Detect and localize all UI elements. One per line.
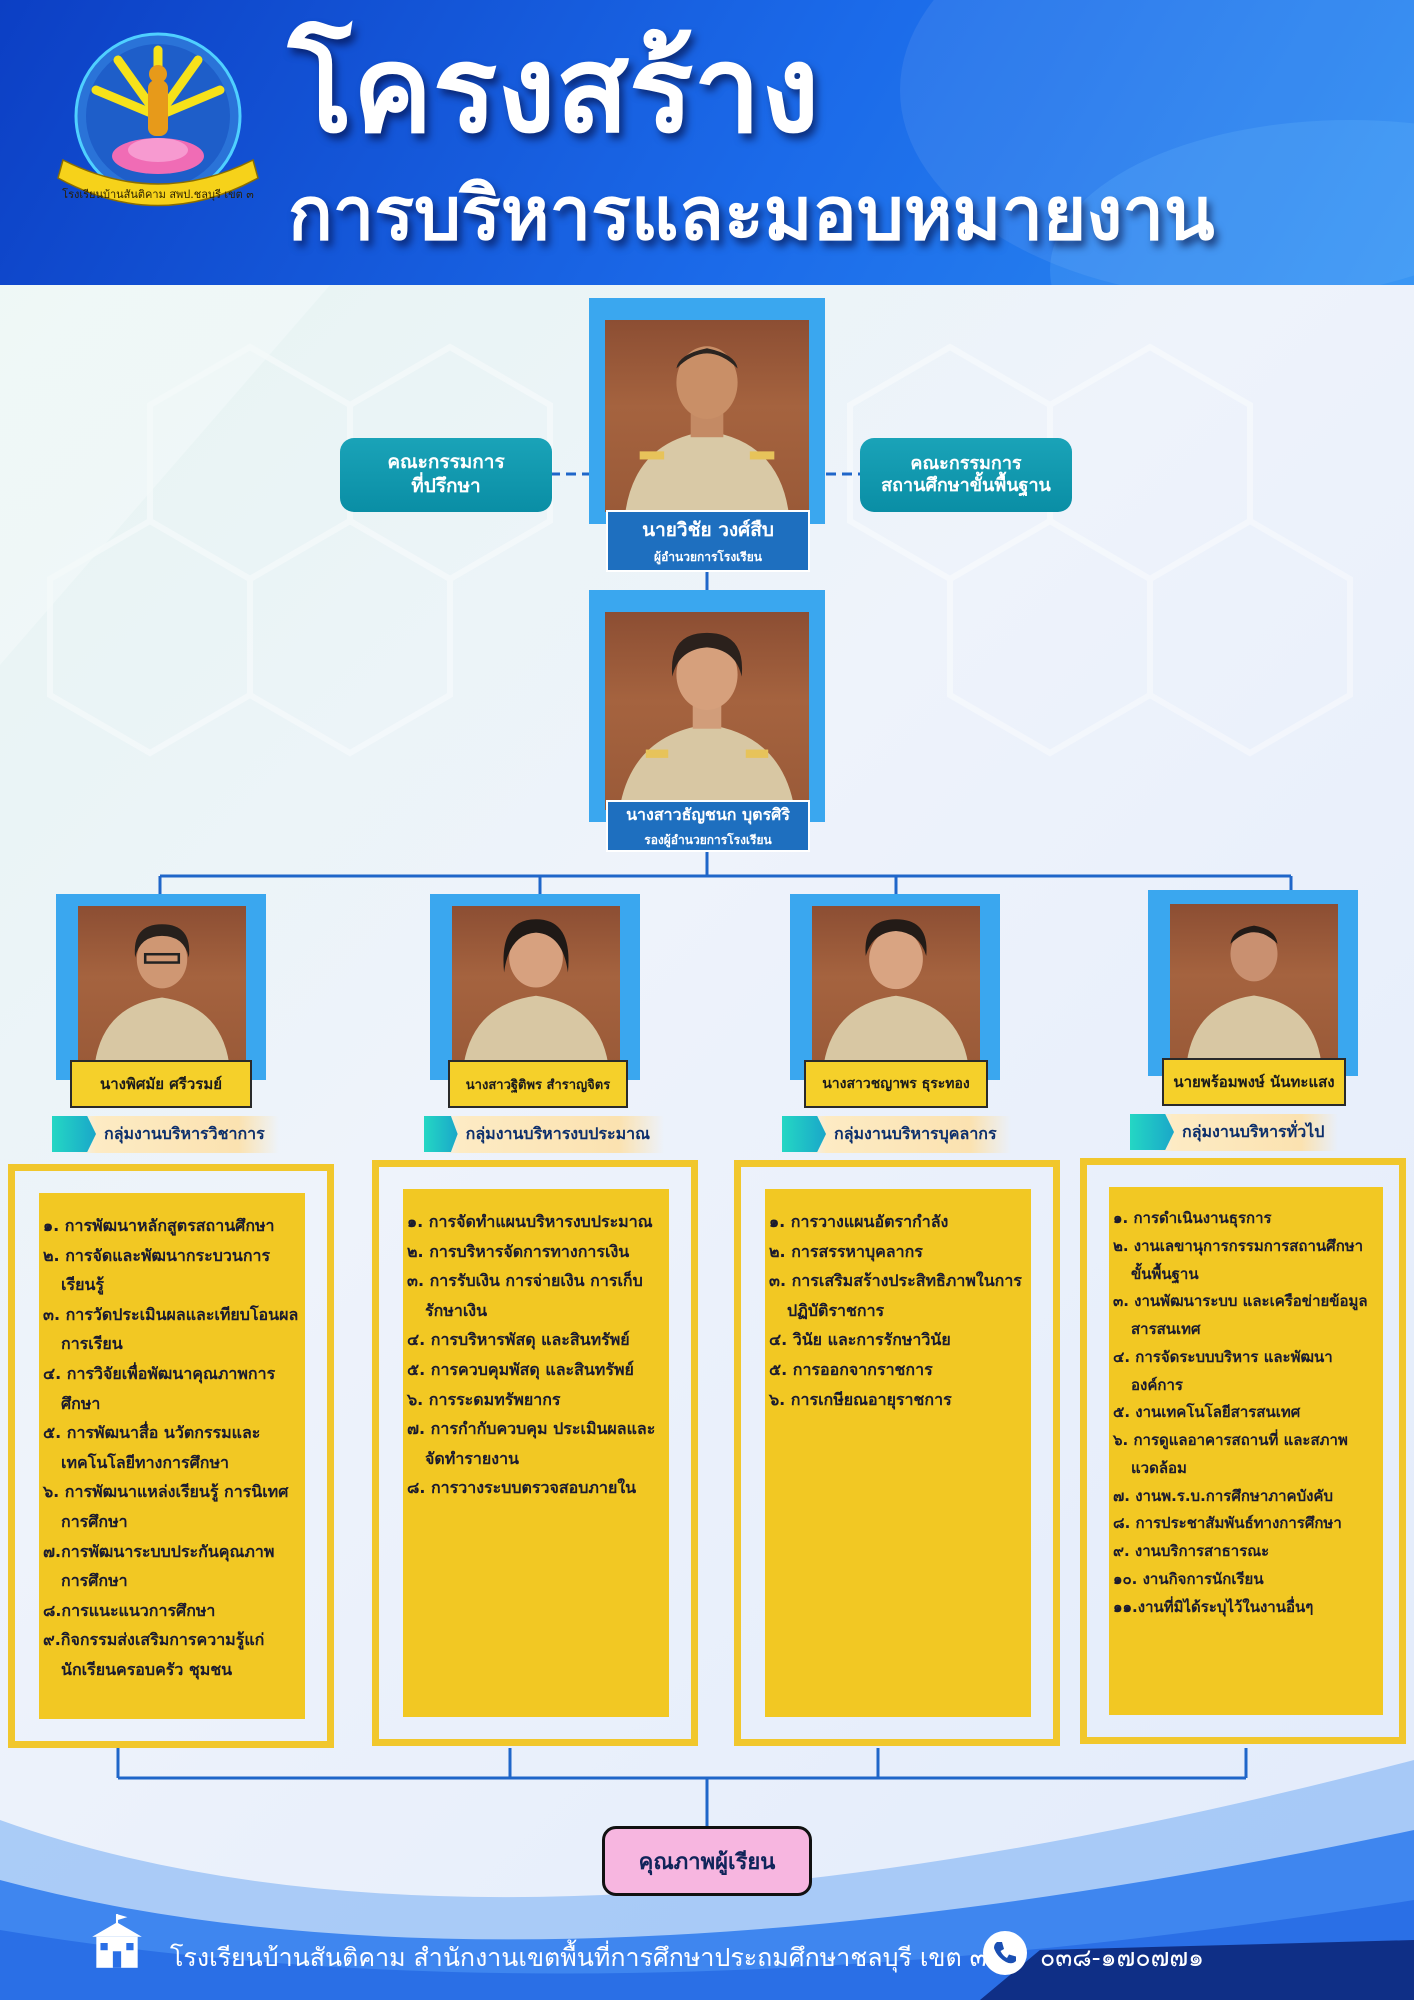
task-item: ๗. การกำกับควบคุม ประเมินผลและจัดทำรายงา…	[407, 1419, 656, 1468]
group-label-text: กลุ่มงานบริหารบุคลากร	[806, 1115, 1011, 1153]
group-label-budget: กลุ่มงานบริหารงบประมาณ	[424, 1114, 664, 1154]
task-item: ๙. งานบริการสาธารณะ	[1113, 1542, 1270, 1560]
group-head-nameplate: นางพิศมัย ศรีวรมย์	[70, 1060, 252, 1108]
task-item: ๙.กิจกรรมส่งเสริมการความรู้แก่นักเรียนคร…	[43, 1630, 265, 1679]
task-item: ๑. การดำเนินงานธุรการ	[1113, 1209, 1272, 1227]
director-photo-frame	[589, 298, 825, 524]
task-list: ๑. การดำเนินงานธุรการ ๒. งานเลขานุการกรร…	[1109, 1187, 1383, 1715]
group-head-photo	[812, 906, 980, 1064]
task-item: ๘.การแนะแนวการศึกษา	[43, 1600, 216, 1620]
group-label-general: กลุ่มงานบริหารทั่วไป	[1130, 1112, 1370, 1152]
group-label-personnel: กลุ่มงานบริหารบุคลากร	[782, 1114, 1022, 1154]
group-head-photo-frame	[1148, 890, 1358, 1076]
group-label-text: กลุ่มงานบริหารวิชาการ	[76, 1115, 279, 1153]
task-item: ๔. การวิจัยเพื่อพัฒนาคุณภาพการศึกษา	[43, 1363, 276, 1413]
task-item: ๔. การจัดระบบบริหาร และพัฒนาองค์การ	[1113, 1347, 1333, 1394]
task-item: ๓. การเสริมสร้างประสิทธิภาพในการปฏิบัติร…	[769, 1271, 1022, 1320]
tag-arrow-icon	[52, 1116, 96, 1152]
group-label-text: กลุ่มงานบริหารทั่วไป	[1154, 1113, 1339, 1151]
task-item: ๕. การพัฒนาสื่อ นวัตกรรมและเทคโนโลยีทางก…	[43, 1423, 261, 1472]
group-label-text: กลุ่มงานบริหารงบประมาณ	[437, 1115, 664, 1153]
footer-school-name: โรงเรียนบ้านสันติคาม สำนักงานเขตพื้นที่ก…	[170, 1943, 987, 1972]
hexagon-background	[0, 285, 1353, 757]
school-building-icon	[92, 1914, 142, 1968]
group-head-photo	[1170, 904, 1338, 1062]
task-item: ๘. การวางระบบตรวจสอบภายใน	[407, 1478, 637, 1498]
task-item: ๖. การพัฒนาแหล่งเรียนรู้ การนิเทศการศึกษ…	[43, 1482, 289, 1531]
task-panel-academic: ๑. การพัฒนาหลักสูตรสถานศึกษา ๒. การจัดแล…	[8, 1164, 334, 1748]
group-head-nameplate: นางสาวชญาพร ธุระทอง	[804, 1060, 988, 1108]
group-head-photo-frame	[790, 894, 1000, 1080]
group-label-academic: กลุ่มงานบริหารวิชาการ	[52, 1114, 292, 1154]
director-name: นายวิชัย วงศ์สืบ	[642, 519, 774, 541]
advisory-committee-box: คณะกรรมการ ที่ปรึกษา	[340, 438, 552, 512]
task-item: ๔. วินัย และการรักษาวินัย	[769, 1330, 951, 1350]
deputy-role: รองผู้อำนวยการโรงเรียน	[644, 832, 772, 847]
page-subtitle: การบริหารและมอบหมายงาน	[288, 171, 1215, 257]
tag-arrow-icon	[782, 1116, 826, 1152]
logo-text: โรงเรียนบ้านสันติคาม สพป.ชลบุรี เขต ๓	[62, 187, 254, 201]
director-nameplate: นายวิชัย วงศ์สืบ ผู้อำนวยการโรงเรียน	[606, 510, 810, 572]
task-item: ๑๐. งานกิจการนักเรียน	[1113, 1569, 1264, 1588]
task-item: ๖. การเกษียณอายุราชการ	[769, 1389, 952, 1409]
task-item: ๕. งานเทคโนโลยีสารสนเทศ	[1113, 1403, 1301, 1422]
task-item: ๔. การบริหารพัสดุ และสินทรัพย์	[407, 1330, 630, 1350]
footer-wave	[0, 1760, 1414, 2000]
task-item: ๗.การพัฒนาระบบประกันคุณภาพการศึกษา	[43, 1541, 275, 1591]
task-list: ๑. การจัดทำแผนบริหารงบประมาณ ๒. การบริหา…	[403, 1189, 669, 1717]
deputy-photo	[605, 612, 809, 810]
deputy-photo-frame	[589, 590, 825, 822]
director-role: ผู้อำนวยการโรงเรียน	[654, 550, 762, 564]
footer-phone-number: ๐๓๘-๑๗๐๗๗๑	[1040, 1943, 1205, 1972]
task-item: ๓. การรับเงิน การจ่ายเงิน การเก็บรักษาเง…	[407, 1271, 643, 1320]
deputy-nameplate: นางสาวธัญชนก บุตรศิริ รองผู้อำนวยการโรงเ…	[606, 800, 810, 852]
page-title: โครงสร้าง	[288, 21, 820, 160]
director-photo	[605, 320, 809, 512]
task-list: ๑. การพัฒนาหลักสูตรสถานศึกษา ๒. การจัดแล…	[39, 1193, 305, 1719]
task-item: ๒. การบริหารจัดการทางการเงิน	[407, 1241, 630, 1261]
deputy-name: นางสาวธัญชนก บุตรศิริ	[626, 804, 790, 824]
task-list: ๑. การวางแผนอัตรากำลัง ๒. การสรรหาบุคลาก…	[765, 1189, 1031, 1717]
task-item: ๑. การพัฒนาหลักสูตรสถานศึกษา	[43, 1216, 275, 1235]
student-quality-box: คุณภาพผู้เรียน	[602, 1826, 812, 1896]
task-item: ๑. การวางแผนอัตรากำลัง	[769, 1212, 949, 1231]
basic-education-committee-box: คณะกรรมการ สถานศึกษาขั้นพื้นฐาน	[860, 438, 1072, 512]
phone-icon	[983, 1931, 1027, 1975]
task-item: ๕. การควบคุมพัสดุ และสินทรัพย์	[407, 1359, 634, 1379]
group-head-nameplate: นางสาวฐิติพร สำราญจิตร	[448, 1060, 628, 1108]
task-item: ๓. งานพัฒนาระบบ และเครือข่ายข้อมูลสารสนเ…	[1113, 1292, 1368, 1338]
task-item: ๒. งานเลขานุการกรรมการสถานศึกษาขั้นพื้นฐ…	[1113, 1236, 1364, 1283]
task-panel-personnel: ๑. การวางแผนอัตรากำลัง ๒. การสรรหาบุคลาก…	[734, 1160, 1060, 1746]
group-head-photo	[452, 906, 620, 1064]
task-item: ๑. การจัดทำแผนบริหารงบประมาณ	[407, 1212, 653, 1231]
school-logo: โรงเรียนบ้านสันติคาม สพป.ชลบุรี เขต ๓	[57, 32, 259, 207]
task-item: ๖. การดูแลอาคารสถานที่ และสภาพแวดล้อม	[1113, 1431, 1348, 1477]
group-head-photo	[78, 906, 246, 1064]
task-item: ๘. การประชาสัมพันธ์ทางการศึกษา	[1113, 1514, 1342, 1533]
task-item: ๒. การจัดและพัฒนากระบวนการเรียนรู้	[43, 1245, 271, 1295]
task-item: ๗. งานพ.ร.บ.การศึกษาภาคบังคับ	[1113, 1486, 1333, 1505]
group-head-photo-frame	[430, 894, 640, 1080]
task-item: ๕. การออกจากราชการ	[769, 1359, 933, 1379]
task-item: ๒. การสรรหาบุคลากร	[769, 1241, 923, 1261]
task-panel-general: ๑. การดำเนินงานธุรการ ๒. งานเลขานุการกรร…	[1080, 1158, 1406, 1744]
task-item: ๓. การวัดประเมินผลและเทียบโอนผลการเรียน	[43, 1304, 299, 1354]
tag-arrow-icon	[1130, 1114, 1174, 1150]
task-item: ๖. การระดมทรัพยากร	[407, 1389, 561, 1409]
task-panel-budget: ๑. การจัดทำแผนบริหารงบประมาณ ๒. การบริหา…	[372, 1160, 698, 1746]
group-head-nameplate: นายพร้อมพงษ์ นันทะแสง	[1162, 1058, 1346, 1106]
tag-arrow-icon	[424, 1116, 458, 1152]
group-head-photo-frame	[56, 894, 266, 1080]
task-item: ๑๑.งานที่มิได้ระบุไว้ในงานอื่นๆ	[1113, 1597, 1314, 1616]
